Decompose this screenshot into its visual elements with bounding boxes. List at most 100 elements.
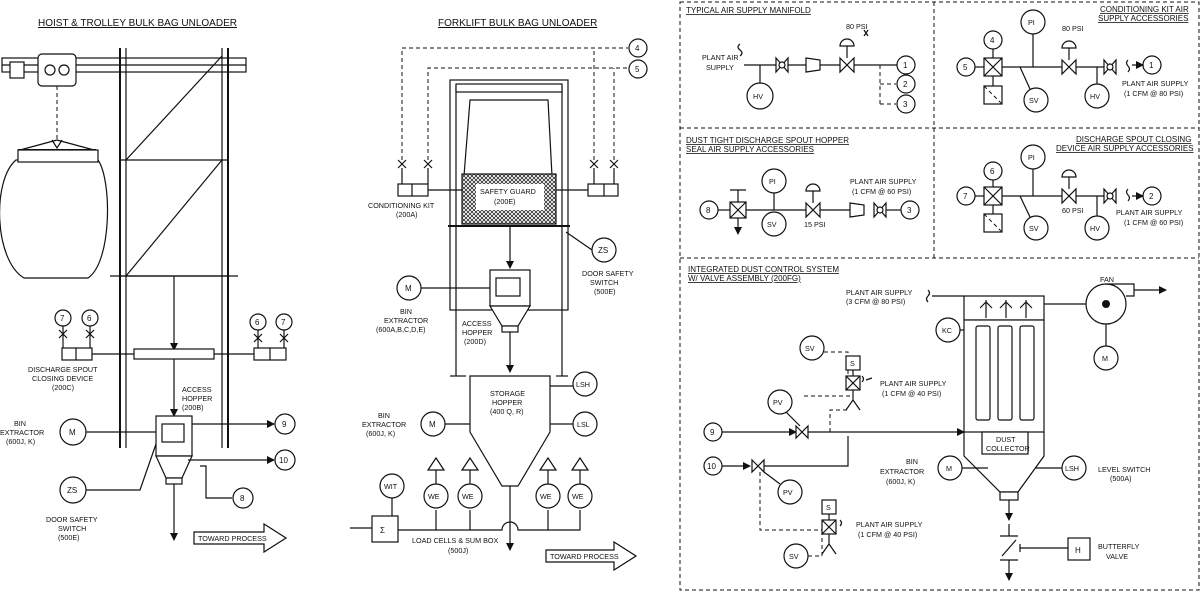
plant-air-label-2: (1 CFM @ 60 PSI) <box>1124 218 1183 227</box>
access-label-3: (200D) <box>464 337 486 346</box>
integrated-title: INTEGRATED DUST CONTROL SYSTEM <box>688 265 839 274</box>
toward-process-arrow-forklift <box>545 540 638 572</box>
guard-label: SAFETY GUARD <box>480 187 536 196</box>
zs-label: ZS <box>598 246 608 255</box>
closing-title: DISCHARGE SPOUT CLOSING <box>1076 135 1191 144</box>
tag-6: 6 <box>990 167 995 176</box>
dust-regulator <box>805 201 821 219</box>
sv-label: SV <box>767 220 777 229</box>
tag-10: 10 <box>279 456 288 465</box>
hv-label: HV <box>753 92 763 101</box>
manifold-regulator <box>839 56 855 74</box>
storage-hopper <box>469 375 551 487</box>
hoist-trolley-section: HOIST & TROLLEY BULK BAG UNLOADER 7 6 6 … <box>0 18 296 554</box>
toward-process-label: TOWARD PROCESS <box>198 534 267 543</box>
bin1-label: BIN <box>400 307 412 316</box>
node-5 <box>628 59 648 79</box>
conditioning-label: CONDITIONING KIT <box>368 201 435 210</box>
sv-label: SV <box>1029 224 1039 233</box>
door-safety-label-3: (500E) <box>594 287 616 296</box>
dust-collector-header <box>963 295 1045 321</box>
lsh-forklift <box>572 371 598 397</box>
conditioning-title: CONDITIONING KIT AIR <box>1100 5 1189 14</box>
bin-label: BIN <box>906 457 918 466</box>
psi-label: 80 PSI <box>1062 24 1084 33</box>
spout-label-3: (200C) <box>52 383 74 392</box>
butterfly-label: BUTTERFLY <box>1098 542 1140 551</box>
pi-label: PI <box>1028 153 1035 162</box>
lsh-label: LSH <box>576 380 590 389</box>
plant-air-label: PLANT AIR SUPPLY <box>1116 208 1183 217</box>
plant-air-label-2: (1 CFM @ 60 PSI) <box>852 187 911 196</box>
plant-air-label-2: SUPPLY <box>706 63 734 72</box>
conditioning-label-2: (200A) <box>396 210 418 219</box>
fan-label: FAN <box>1100 275 1114 284</box>
tag-6: 6 <box>255 318 260 327</box>
pv-1 <box>767 389 793 415</box>
h-label: H <box>1075 546 1081 555</box>
access-label-2: HOPPER <box>182 394 212 403</box>
lsh-label: LSH <box>1065 464 1079 473</box>
we-label: WE <box>572 492 584 501</box>
pv-2 <box>777 479 803 505</box>
cond-regulator <box>1061 58 1077 76</box>
tag-7: 7 <box>963 192 968 201</box>
we-label: WE <box>428 492 440 501</box>
motor-label: M <box>69 428 76 437</box>
we-label: WE <box>540 492 552 501</box>
node-4 <box>628 38 648 58</box>
sv-1 <box>799 335 825 361</box>
dust-tight-title-2: SEAL AIR SUPPLY ACCESSORIES <box>686 145 814 154</box>
tag-3: 3 <box>903 100 908 109</box>
bin-label-2: EXTRACTOR <box>0 428 44 437</box>
door-label: DOOR SAFETY <box>46 515 98 524</box>
node-9 <box>274 413 296 435</box>
sum-symbol: Σ <box>380 526 385 535</box>
node-8 <box>232 487 254 509</box>
door-safety-label: DOOR SAFETY <box>582 269 634 278</box>
butterfly-9 <box>795 424 809 440</box>
plant-air-label: PLANT AIR SUPPLY <box>880 379 947 388</box>
tag-7: 7 <box>60 314 65 323</box>
psi-label: 80 PSI <box>846 22 868 31</box>
bin-label: BIN <box>14 419 26 428</box>
access-label-3: (200B) <box>182 403 204 412</box>
tag-1: 1 <box>903 61 908 70</box>
tag-7: 7 <box>281 318 286 327</box>
spout-label-2: CLOSING DEVICE <box>32 374 93 383</box>
pv-label: PV <box>773 398 783 407</box>
accessories-panel: TYPICAL AIR SUPPLY MANIFOLD PLANT AIR SU… <box>679 1 1200 591</box>
spout-closing-device <box>133 348 215 360</box>
tag-2: 2 <box>1149 192 1154 201</box>
s-label: S <box>826 503 831 512</box>
tag-9: 9 <box>710 428 715 437</box>
bin-label-3: (600J, K) <box>886 477 915 486</box>
closing-sv <box>1023 215 1049 241</box>
trolley-end <box>9 61 25 79</box>
node-10 <box>274 449 296 471</box>
kc-label: KC <box>942 326 952 335</box>
access-label-2: HOPPER <box>462 328 492 337</box>
conditioning-kit-left <box>397 183 429 197</box>
bin2-label: BIN <box>378 411 390 420</box>
bin-label-3: (600J, K) <box>6 437 35 446</box>
plant-air-label-2: (1 CFM @ 40 PSI) <box>858 530 917 539</box>
handle-h <box>1067 537 1091 561</box>
storage-label-2: HOPPER <box>492 398 522 407</box>
manifold-node-2 <box>896 74 916 94</box>
toward-process-label: TOWARD PROCESS <box>550 552 619 561</box>
door-safety-label-2: SWITCH <box>590 278 618 287</box>
tag-6: 6 <box>87 314 92 323</box>
access-label: ACCESS <box>462 319 492 328</box>
manifold-filter <box>805 57 821 73</box>
wit-label: WIT <box>384 482 398 491</box>
motor-label: M <box>429 420 436 429</box>
conditioning-title-2: SUPPLY ACCESSORIES <box>1098 14 1188 23</box>
forklift-section: FORKLIFT BULK BAG UNLOADER 4 5 SAFETY GU… <box>350 18 648 572</box>
tag-8: 8 <box>240 494 245 503</box>
plant-air-label-2: (3 CFM @ 80 PSI) <box>846 297 905 306</box>
tag-1: 1 <box>1149 61 1154 70</box>
hoist-title: HOIST & TROLLEY BULK BAG UNLOADER <box>38 18 237 29</box>
trolley <box>37 53 77 87</box>
